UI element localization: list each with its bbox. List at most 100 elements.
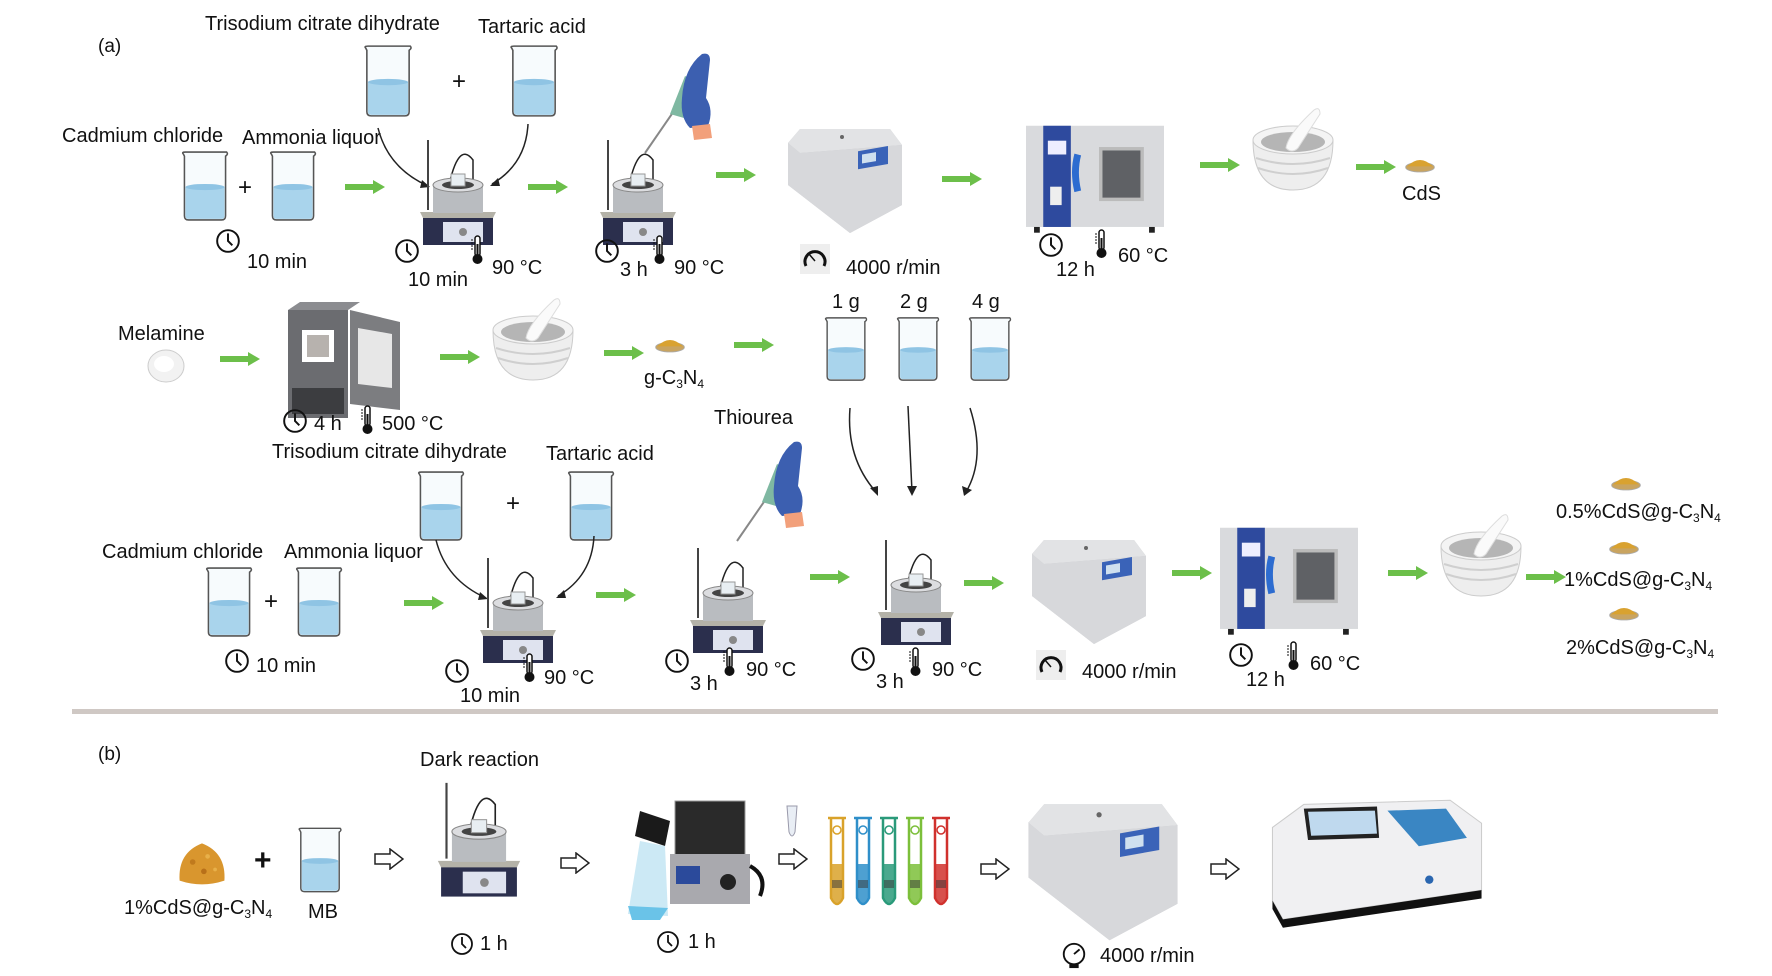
clock-icon bbox=[594, 238, 620, 264]
green-arrow-icon bbox=[734, 338, 774, 352]
beaker-ammonia-liquor bbox=[292, 566, 346, 638]
clock-icon bbox=[656, 930, 680, 954]
product-0-5-cds-g-c3n4: 0.5%CdS@g-C3N4 bbox=[1556, 501, 1721, 525]
water-bath-stirrer bbox=[478, 548, 558, 668]
beaker-2g bbox=[894, 316, 942, 382]
step4-temp: 90 °C bbox=[932, 659, 983, 681]
thermometer-icon bbox=[908, 646, 922, 678]
water-bath-stirrer bbox=[876, 530, 956, 650]
step3-temp: 90 °C bbox=[746, 659, 797, 681]
centrifuge-speed: 4000 r/min bbox=[1100, 945, 1195, 967]
green-arrow-icon bbox=[1526, 570, 1566, 584]
hollow-arrow-icon bbox=[1210, 858, 1240, 880]
mass-label-2g: 2 g bbox=[900, 291, 928, 313]
gauge-icon bbox=[1036, 650, 1066, 680]
hollow-arrow-icon bbox=[980, 858, 1010, 880]
centrifuge-tube-icon bbox=[786, 805, 798, 837]
reagent-label-cadmium-chloride: Cadmium chloride bbox=[102, 541, 264, 563]
drying-oven bbox=[1020, 120, 1170, 235]
dark-time: 1 h bbox=[480, 933, 508, 955]
product-cds: CdS bbox=[1402, 183, 1441, 205]
reagent-label-ammonia-liquor: Ammonia liquor bbox=[242, 127, 381, 149]
green-arrow-icon bbox=[942, 172, 982, 186]
beaker-mb bbox=[296, 826, 344, 894]
green-arrow-icon bbox=[1356, 160, 1396, 174]
plus-sign: + bbox=[506, 490, 521, 517]
clock-icon bbox=[450, 932, 474, 956]
sample-tube bbox=[854, 816, 872, 906]
clock-icon bbox=[1038, 232, 1064, 258]
step1-time: 10 min bbox=[247, 251, 308, 273]
plus-sign: + bbox=[238, 174, 253, 201]
green-arrow-icon bbox=[1172, 566, 1212, 580]
melamine-powder bbox=[146, 348, 186, 384]
hollow-arrow-icon bbox=[560, 852, 590, 874]
centrifuge-speed: 4000 r/min bbox=[1082, 661, 1177, 683]
reagent-label-trisodium-citrate: Trisodium citrate dihydrate bbox=[205, 13, 440, 35]
product-g-c3n4: g-C3N4 bbox=[644, 367, 705, 391]
curved-arrow-icon bbox=[962, 407, 978, 496]
thermometer-icon bbox=[722, 646, 736, 678]
thermometer-icon bbox=[1286, 640, 1300, 672]
dark-reaction-label: Dark reaction bbox=[420, 749, 539, 771]
centrifuge bbox=[1018, 796, 1188, 946]
thermometer-icon bbox=[360, 404, 374, 436]
step2-time: 10 min bbox=[460, 685, 521, 707]
hollow-arrow-icon bbox=[778, 848, 808, 870]
reagent-label-ammonia-liquor: Ammonia liquor bbox=[284, 541, 423, 563]
clock-icon bbox=[224, 648, 250, 674]
clock-icon bbox=[850, 646, 876, 672]
panel-label-a: (a) bbox=[98, 36, 122, 57]
speedometer-icon bbox=[1060, 940, 1088, 970]
clock-icon bbox=[1228, 642, 1254, 668]
plus-sign: + bbox=[452, 68, 467, 95]
water-bath-stirrer bbox=[598, 130, 678, 250]
green-arrow-icon bbox=[1388, 566, 1428, 580]
sample-tube bbox=[828, 816, 846, 906]
water-bath-stirrer bbox=[688, 538, 768, 658]
step3-temp: 90 °C bbox=[674, 257, 725, 279]
furnace-temp: 500 °C bbox=[382, 413, 444, 435]
step1-time: 10 min bbox=[256, 655, 317, 677]
dye-label-mb: MB bbox=[308, 901, 338, 923]
mass-label-1g: 1 g bbox=[832, 291, 860, 313]
thermometer-icon bbox=[470, 234, 484, 266]
pipette-thiourea bbox=[732, 436, 812, 546]
beaker-tartaric-acid bbox=[506, 44, 562, 118]
green-arrow-icon bbox=[604, 346, 644, 360]
catalyst-label: 1%CdS@g-C3N4 bbox=[124, 897, 273, 921]
powder-dish-icon bbox=[1608, 536, 1640, 556]
reagent-label-thiourea: Thiourea bbox=[714, 407, 793, 429]
panel-label-b: (b) bbox=[98, 744, 122, 765]
green-arrow-icon bbox=[1200, 158, 1240, 172]
reagent-label-tartaric-acid: Tartaric acid bbox=[478, 16, 586, 38]
drying-oven bbox=[1214, 522, 1364, 637]
clock-icon bbox=[282, 408, 308, 434]
clock-icon bbox=[215, 228, 241, 254]
beaker-trisodium-citrate bbox=[414, 470, 468, 542]
beaker-cadmium-chloride bbox=[178, 150, 232, 222]
step2-temp: 90 °C bbox=[492, 257, 543, 279]
powder-dish-icon bbox=[1608, 602, 1640, 622]
oven-time: 12 h bbox=[1246, 669, 1285, 691]
curved-arrow-icon bbox=[490, 123, 529, 186]
clock-icon bbox=[394, 238, 420, 264]
beaker-cadmium-chloride bbox=[202, 566, 256, 638]
step3-time: 3 h bbox=[690, 673, 718, 695]
green-arrow-icon bbox=[596, 588, 636, 602]
step4-time: 3 h bbox=[876, 671, 904, 693]
powder-dish-icon bbox=[1404, 154, 1436, 174]
powder-dish-icon bbox=[1610, 472, 1642, 492]
beaker-tartaric-acid bbox=[564, 470, 618, 542]
oven-time: 12 h bbox=[1056, 259, 1095, 281]
green-arrow-icon bbox=[964, 576, 1004, 590]
oven-temp: 60 °C bbox=[1118, 245, 1169, 267]
product-2-cds-g-c3n4: 2%CdS@g-C3N4 bbox=[1566, 637, 1715, 661]
green-arrow-icon bbox=[810, 570, 850, 584]
plus-sign: + bbox=[264, 588, 279, 615]
green-arrow-icon bbox=[404, 596, 444, 610]
sample-tubes bbox=[828, 816, 950, 906]
oven-temp: 60 °C bbox=[1310, 653, 1361, 675]
catalyst-powder-pile bbox=[174, 834, 230, 890]
step3-time: 3 h bbox=[620, 259, 648, 281]
